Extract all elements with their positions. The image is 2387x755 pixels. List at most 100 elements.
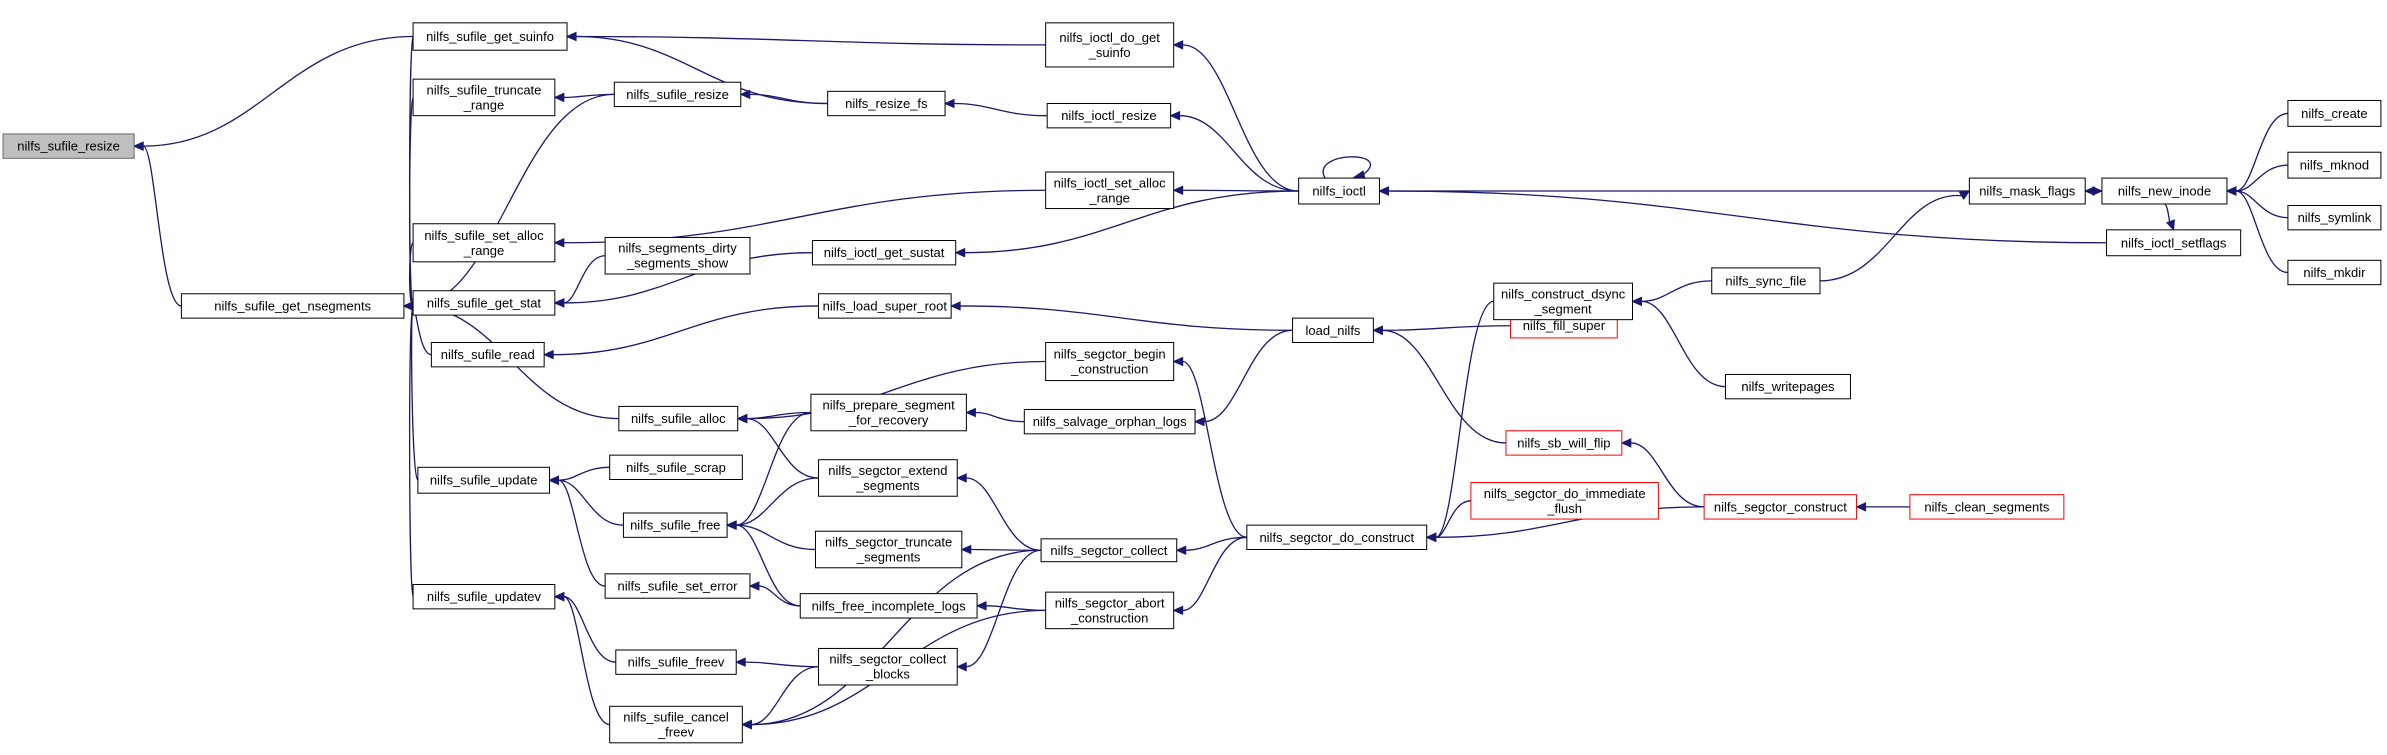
edge-line — [563, 252, 813, 304]
node-construct[interactable]: nilfs_segctor_construct — [1703, 494, 1858, 520]
node-mknod[interactable]: nilfs_mknod — [2287, 151, 2382, 179]
edge-line — [143, 35, 414, 147]
arrowhead-icon — [1958, 190, 1971, 201]
node-immflush[interactable]: nilfs_segctor_do_immediate_flush — [1470, 482, 1659, 520]
node-collect[interactable]: nilfs_segctor_collect — [1040, 538, 1178, 563]
node-update[interactable]: nilfs_sufile_update — [417, 466, 550, 494]
node-updatev[interactable]: nilfs_sufile_updatev — [412, 584, 556, 610]
node-sbflip[interactable]: nilfs_sb_will_flip — [1505, 430, 1623, 456]
node-prepseg[interactable]: nilfs_prepare_segment_for_recovery — [810, 393, 967, 432]
node-iocresize[interactable]: nilfs_ioctl_resize — [1046, 103, 1172, 129]
node-getsuinfo[interactable]: nilfs_sufile_get_suinfo — [412, 22, 568, 51]
node-label: _suinfo — [1088, 45, 1131, 60]
node-symlink[interactable]: nilfs_symlink — [2287, 204, 2382, 231]
node-label: nilfs_sufile_resize — [17, 139, 120, 154]
node-free[interactable]: nilfs_sufile_free — [622, 512, 728, 538]
call-edge — [725, 477, 819, 530]
node-iocdoget[interactable]: nilfs_ioctl_do_get_suinfo — [1045, 22, 1175, 68]
node-label: nilfs_sufile_alloc — [631, 411, 726, 426]
arrowhead-icon — [741, 719, 752, 730]
node-sfresize[interactable]: nilfs_sufile_resize — [613, 81, 742, 108]
node-box — [818, 293, 952, 319]
node-label: nilfs_clean_segments — [1924, 499, 2050, 514]
node-label: nilfs_segctor_do_immediate — [1484, 486, 1646, 501]
arrowhead-icon — [965, 407, 976, 418]
arrowhead-icon — [943, 98, 955, 109]
node-loadsr[interactable]: nilfs_load_super_root — [818, 293, 952, 319]
node-label: nilfs_mkdir — [2303, 265, 2366, 280]
edge-line — [1382, 329, 1506, 444]
call-edge — [402, 96, 414, 311]
call-edge — [949, 301, 1293, 331]
node-box — [1045, 22, 1175, 68]
node-mkdir[interactable]: nilfs_mkdir — [2287, 259, 2382, 286]
node-salvage[interactable]: nilfs_salvage_orphan_logs — [1023, 408, 1196, 435]
call-edge — [1172, 356, 1247, 538]
call-edge — [943, 98, 1048, 117]
node-syncfile[interactable]: nilfs_sync_file — [1711, 267, 1821, 295]
arrowhead-icon — [402, 301, 414, 311]
edge-line — [986, 605, 1046, 612]
node-alloc[interactable]: nilfs_sufile_alloc — [618, 405, 739, 432]
edge-line — [736, 524, 816, 551]
node-setalloc[interactable]: nilfs_sufile_set_alloc_range — [412, 223, 556, 263]
node-box — [613, 81, 742, 108]
node-writepages[interactable]: nilfs_writepages — [1724, 373, 1851, 400]
node-abort[interactable]: nilfs_segctor_abort_construction — [1045, 591, 1175, 630]
node-box — [2287, 204, 2382, 231]
node-label: nilfs_sufile_cancel — [623, 710, 729, 725]
edge-line — [1185, 536, 1247, 551]
node-ioctl[interactable]: nilfs_ioctl — [1298, 177, 1380, 205]
node-label: nilfs_segctor_collect — [829, 652, 946, 667]
node-label: nilfs_sb_will_flip — [1517, 435, 1610, 450]
arrowhead-icon — [975, 601, 987, 611]
node-freev[interactable]: nilfs_sufile_freev — [615, 649, 737, 675]
node-resizefs[interactable]: nilfs_resize_fs — [827, 90, 946, 117]
node-begin[interactable]: nilfs_segctor_begin_construction — [1045, 341, 1175, 382]
node-getsustat[interactable]: nilfs_ioctl_get_sustat — [811, 240, 957, 266]
node-segdirty[interactable]: nilfs_segments_dirty_segments_show — [604, 236, 751, 275]
node-clean[interactable]: nilfs_clean_segments — [1909, 494, 2065, 520]
node-resize[interactable]: nilfs_sufile_resize — [2, 133, 135, 159]
node-maskflags[interactable]: nilfs_mask_flags — [1968, 177, 2086, 205]
call-edge — [956, 473, 1042, 551]
node-label: _range — [463, 243, 504, 258]
node-trunc[interactable]: nilfs_sufile_truncate_range — [412, 78, 556, 117]
node-collblk[interactable]: nilfs_segctor_collect_blocks — [818, 647, 958, 686]
call-edge — [132, 141, 182, 307]
node-box — [1711, 267, 1821, 295]
node-load[interactable]: load_nilfs — [1292, 317, 1374, 343]
arrowhead-icon — [725, 520, 737, 530]
node-cancel[interactable]: nilfs_sufile_cancel_freev — [609, 705, 743, 744]
call-edge — [548, 475, 606, 587]
node-doconst[interactable]: nilfs_segctor_do_construct — [1246, 524, 1428, 551]
call-edge — [954, 190, 1299, 258]
node-box — [2287, 259, 2382, 286]
node-iocsetalloc[interactable]: nilfs_ioctl_set_alloc_range — [1045, 171, 1175, 210]
node-box — [412, 290, 556, 316]
node-seterr[interactable]: nilfs_sufile_set_error — [604, 573, 751, 599]
node-label: _segment — [1534, 301, 1592, 316]
node-label: nilfs_symlink — [2298, 210, 2372, 225]
node-truncseg[interactable]: nilfs_segctor_truncate_segments — [814, 530, 963, 569]
node-label: _range — [463, 97, 504, 112]
node-freeinc[interactable]: nilfs_free_incomplete_logs — [799, 593, 978, 619]
node-extend[interactable]: nilfs_segctor_extend_segments — [818, 459, 958, 497]
node-box — [1023, 408, 1196, 435]
node-newinode[interactable]: nilfs_new_inode — [2101, 177, 2228, 205]
node-label: nilfs_free_incomplete_logs — [812, 598, 966, 613]
call-edge — [736, 413, 819, 479]
node-setflags[interactable]: nilfs_ioctl_setflags — [2106, 229, 2242, 257]
node-box — [2287, 99, 2382, 127]
node-read[interactable]: nilfs_sufile_read — [430, 341, 545, 368]
edge-line — [735, 411, 811, 526]
node-create[interactable]: nilfs_create — [2287, 99, 2382, 127]
edge-line — [1435, 506, 1705, 538]
node-getstat[interactable]: nilfs_sufile_get_stat — [412, 290, 556, 316]
node-scrap[interactable]: nilfs_sufile_scrap — [609, 454, 743, 480]
node-box — [811, 240, 957, 266]
node-box — [615, 649, 737, 675]
node-label: nilfs_segctor_collect — [1050, 543, 1167, 558]
node-getnseg[interactable]: nilfs_sufile_get_nsegments — [180, 293, 405, 319]
node-dsync[interactable]: nilfs_construct_dsync_segment — [1493, 282, 1633, 321]
